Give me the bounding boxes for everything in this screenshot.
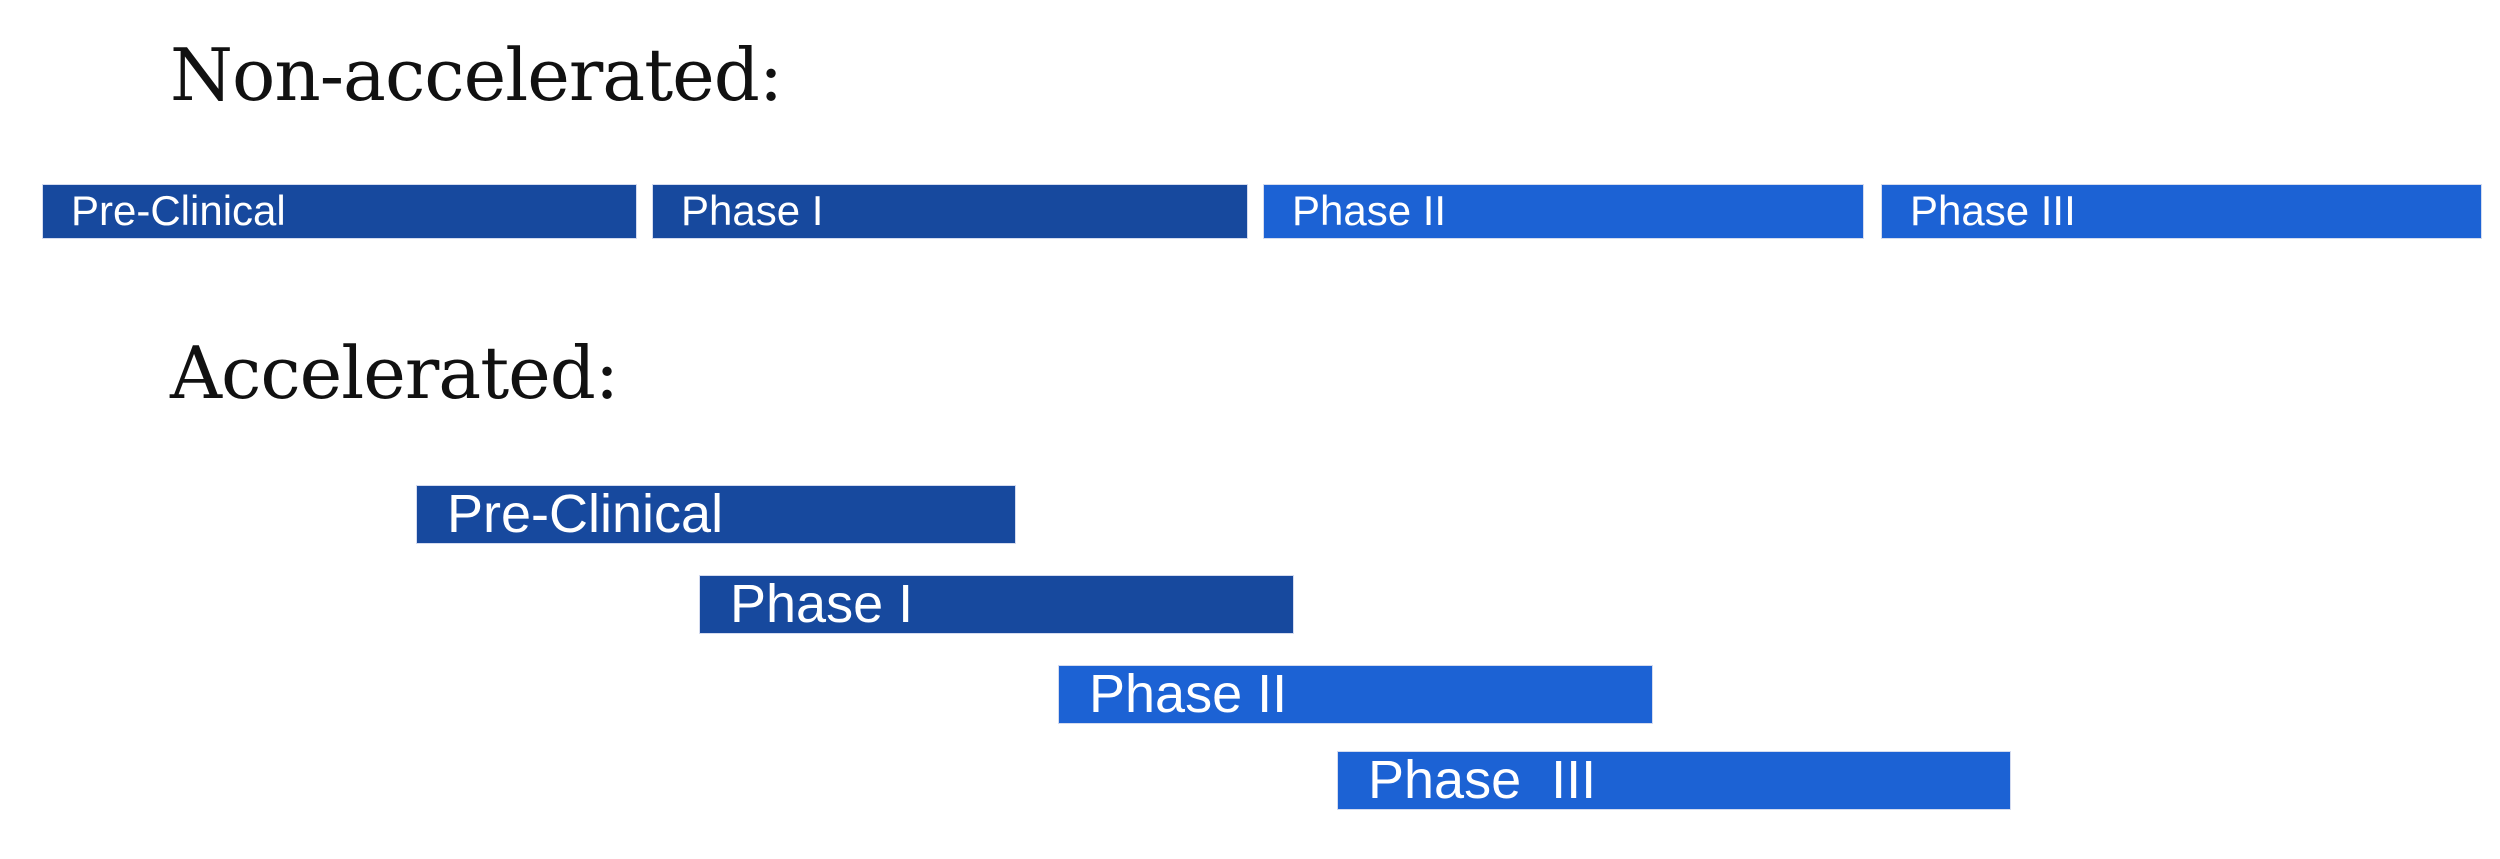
bar-label: Phase II [1292, 186, 1447, 234]
bar-label: Phase III [1910, 186, 2076, 234]
section-title-accelerated: Accelerated: [170, 331, 619, 415]
gantt-bar-acc-phase-3: Phase III [1338, 752, 2010, 809]
bar-label: Phase II [1089, 663, 1288, 724]
gantt-bar-nonacc-phase-1: Phase I [653, 185, 1247, 238]
bar-label: Pre-Clinical [71, 186, 286, 234]
gantt-bar-acc-phase-2: Phase II [1059, 666, 1652, 723]
gantt-bar-acc-phase-1: Phase I [700, 576, 1293, 633]
gantt-bar-nonacc-phase-2: Phase II [1264, 185, 1863, 238]
gantt-bar-nonacc-preclinical: Pre-Clinical [43, 185, 636, 238]
bar-label: Phase III [1368, 749, 1597, 810]
gantt-bar-nonacc-phase-3: Phase III [1882, 185, 2481, 238]
section-title-non-accelerated: Non-accelerated: [170, 33, 783, 117]
bar-label: Pre-Clinical [447, 483, 724, 544]
gantt-bar-acc-preclinical: Pre-Clinical [417, 486, 1015, 543]
bar-label: Phase I [730, 573, 914, 634]
bar-label: Phase I [681, 186, 824, 234]
